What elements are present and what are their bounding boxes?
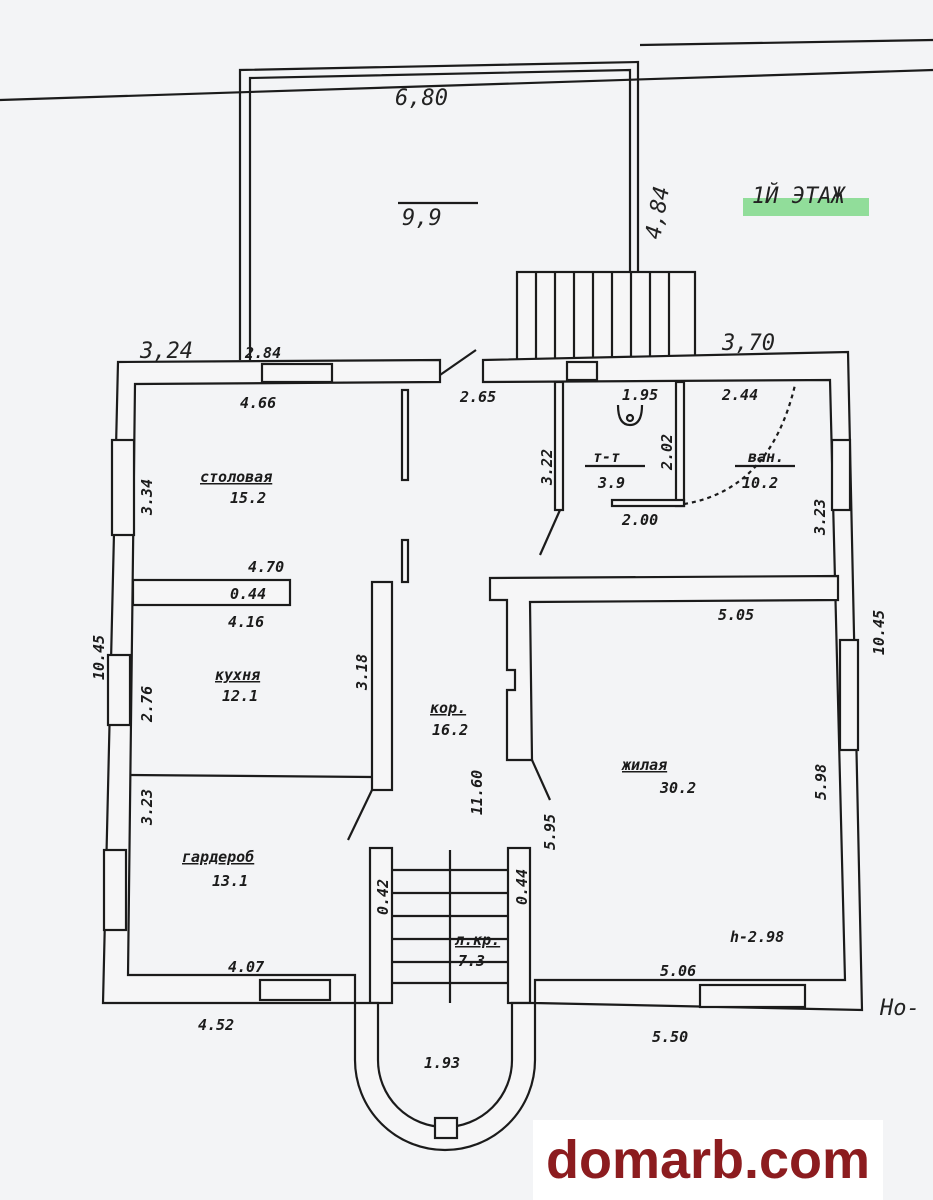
svg-text:16.2: 16.2 xyxy=(432,721,468,739)
dim: 3.34 xyxy=(138,479,156,516)
dim: 0.44 xyxy=(513,869,531,905)
dim: 4.07 xyxy=(228,958,264,976)
top-stairs xyxy=(515,270,697,362)
dim: 2.84 xyxy=(244,344,281,362)
svg-text:30.2: 30.2 xyxy=(659,779,696,797)
room-dining: столовая 15.2 xyxy=(200,468,272,507)
dim: 4.16 xyxy=(228,613,264,631)
room-bath: ван. 10.2 xyxy=(735,448,795,492)
dim: 1.93 xyxy=(424,1054,460,1072)
svg-text:жилая: жилая xyxy=(621,756,667,774)
dim: 0.42 xyxy=(374,879,392,915)
floor-title: 1Й ЭТАЖ xyxy=(752,183,846,209)
dim: 3.23 xyxy=(811,499,829,536)
dim: 5.06 xyxy=(660,962,696,980)
dim: 5.95 xyxy=(541,814,559,850)
svg-text:13.1: 13.1 xyxy=(212,872,248,890)
svg-text:л.кр.: л.кр. xyxy=(454,931,500,949)
svg-text:гардероб: гардероб xyxy=(182,848,254,866)
dim: 2.02 xyxy=(658,434,676,471)
dim-top-right: 3,70 xyxy=(721,331,775,356)
dim: 4.52 xyxy=(198,1016,234,1034)
watermark-box: domarb.com xyxy=(533,1120,883,1200)
dim: 2.00 xyxy=(621,511,658,529)
dim: 5.05 xyxy=(718,606,754,624)
title-highlight xyxy=(743,198,869,216)
svg-text:ван.: ван. xyxy=(748,448,784,466)
dim: 11.60 xyxy=(468,770,486,815)
dim: 3.22 xyxy=(538,449,556,486)
room-kitchen: кухня 12.1 xyxy=(215,666,260,705)
svg-text:кухня: кухня xyxy=(215,666,260,684)
dim: 2.44 xyxy=(721,386,758,404)
note: Но- xyxy=(879,996,920,1021)
dim: 1.95 xyxy=(622,386,658,404)
outer-walls xyxy=(101,349,864,1012)
border-line xyxy=(639,38,933,47)
dim-top-left: 3,24 xyxy=(139,339,193,364)
svg-text:10.2: 10.2 xyxy=(742,474,778,492)
svg-text:кор.: кор. xyxy=(430,699,466,717)
svg-text:т-т: т-т xyxy=(593,448,620,466)
room-stairwell: л.кр. 7.3 xyxy=(454,931,500,970)
dim: 4.66 xyxy=(240,394,276,412)
dim: 5.98 xyxy=(812,764,830,800)
dim: 2.65 xyxy=(459,388,496,406)
svg-text:столовая: столовая xyxy=(200,468,272,486)
svg-text:3.9: 3.9 xyxy=(597,474,625,492)
dim: 10.45 xyxy=(870,610,888,655)
watermark-logo: domarb.com xyxy=(545,1130,871,1190)
border-line xyxy=(0,68,933,102)
interior-walls xyxy=(129,380,840,841)
room-wc: т-т 3.9 xyxy=(585,448,645,492)
ceiling-height: h-2.98 xyxy=(730,928,784,946)
dim: 4.70 xyxy=(248,558,284,576)
terrace-width: 6,80 xyxy=(395,86,448,111)
dim: 0.44 xyxy=(230,585,266,603)
room-living: жилая 30.2 xyxy=(621,756,696,797)
terrace-area: 9,9 xyxy=(402,206,442,231)
room-wardrobe: гардероб 13.1 xyxy=(182,848,254,890)
dim: 10.45 xyxy=(90,635,108,680)
dim: 3.18 xyxy=(353,654,371,691)
svg-text:12.1: 12.1 xyxy=(222,687,258,705)
svg-text:7.3: 7.3 xyxy=(458,952,485,970)
dim: 5.50 xyxy=(652,1028,688,1046)
dim: 3.23 xyxy=(138,789,156,826)
terrace-depth: 4,84 xyxy=(641,185,675,242)
room-corridor: кор. 16.2 xyxy=(430,699,468,739)
dim: 2.76 xyxy=(138,686,156,723)
terrace xyxy=(238,60,640,360)
svg-text:15.2: 15.2 xyxy=(230,489,266,507)
main-stairs xyxy=(353,846,537,1152)
